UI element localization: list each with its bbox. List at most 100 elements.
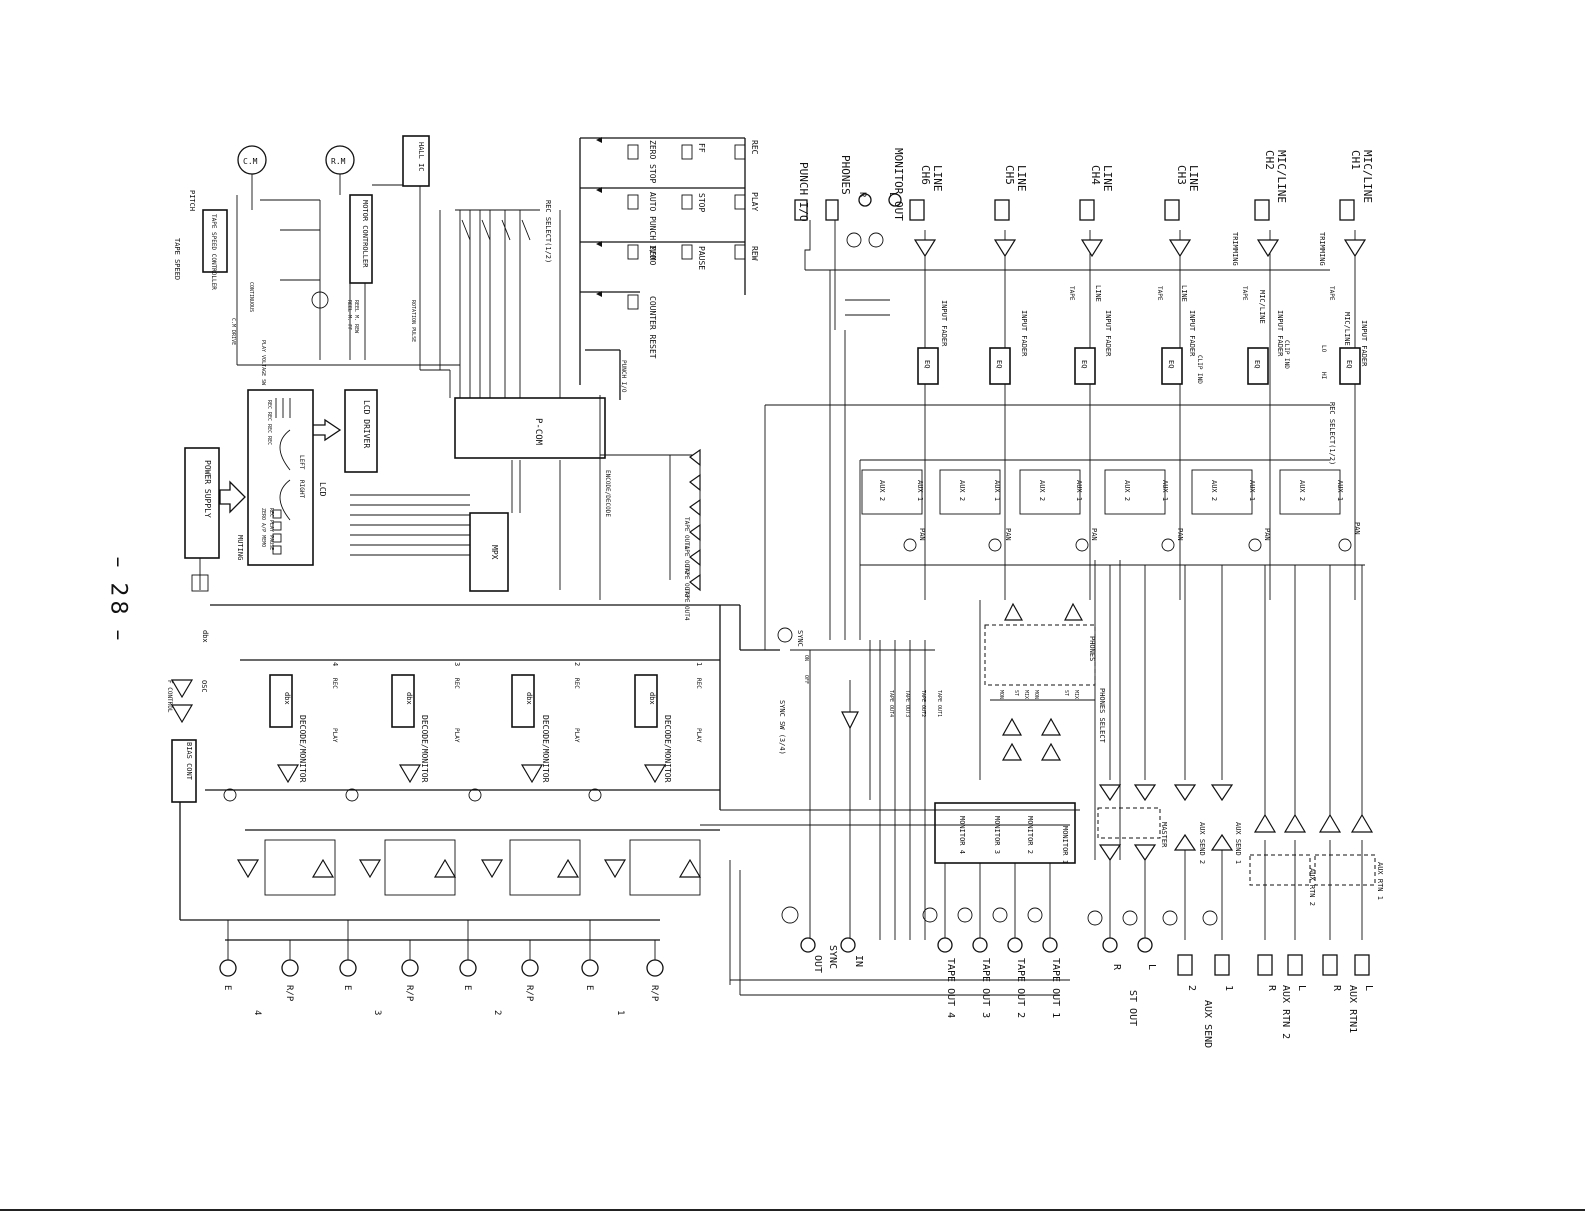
ps-mon-label-2: MON: [998, 690, 1004, 699]
dbx-label-4: dbx: [283, 692, 291, 705]
tape-speed-controller-label: TAPE SPEED CONTROLLER: [210, 214, 217, 290]
page-number: – 28 –: [105, 556, 131, 645]
ch3-label: CH3LINE: [1175, 165, 1200, 192]
punch-io-label: PUNCH I/O: [797, 162, 810, 222]
sw-tape-out3: TAPE OUT3: [904, 690, 910, 717]
tape-out1-buf-label: TAPE OUT1: [683, 517, 690, 550]
head-track-3: 3: [372, 1010, 382, 1015]
zero-stop-label: ZERO STOP: [648, 140, 657, 184]
sync-off-label: OFF: [803, 675, 809, 684]
motor-controller-block: [349, 194, 373, 284]
pan-label-1: PAN: [1353, 522, 1361, 535]
muting-label: MUTING: [236, 535, 244, 560]
aux-send-2-label: AUX SEND 2: [1198, 822, 1206, 864]
phones-select-label: PHONES SELECT: [1098, 688, 1106, 744]
tape-out-jacks: [937, 937, 1058, 953]
monitor-phones-section: MONITOR OUT L R PHONES PUNCH I/O: [794, 148, 905, 330]
eq-label-1: EQ: [1345, 360, 1353, 368]
monitor-out-r: R: [857, 192, 867, 198]
aux2-label-2: AUX 2: [1210, 480, 1218, 501]
tape-label-2: TAPE: [1241, 286, 1248, 301]
aux-rtn2-r: R: [1266, 985, 1277, 992]
aux-rtn-1-label: AUX RTN 1: [1376, 862, 1384, 900]
tape-out-4-label: TAPE OUT 4: [945, 958, 956, 1018]
play-label-2: PLAY: [573, 728, 580, 743]
tape-out3-buf-label: TAPE OUT3: [683, 565, 690, 598]
eq-label-5: EQ: [995, 360, 1003, 368]
mic-line-label-2: MIC/LINE: [1258, 290, 1266, 324]
aux-rtn2-label: AUX RTN 2: [1280, 985, 1291, 1039]
output-jacks: [1102, 937, 1370, 976]
transport-switches: REC PLAY REW FF STOP PAUSE ZERO STOP AUT…: [579, 137, 759, 400]
sync-jack-label: SYNC: [827, 945, 838, 969]
line-label-3: LINE: [1180, 285, 1188, 302]
rp-head-2: R/P: [524, 985, 534, 1002]
dbx-blocks: [269, 674, 658, 728]
rp-head-3: R/P: [404, 985, 414, 1002]
power-supply-block: [184, 447, 220, 559]
tape-heads: [219, 959, 664, 977]
input-fader-label-2: INPUT FADER: [1276, 310, 1284, 357]
power-supply-label: POWER SUPPLY: [203, 460, 212, 518]
aux1-label-1: AUX 1: [1336, 480, 1344, 501]
master-label: MASTER: [1160, 822, 1168, 848]
dbx-label-3: dbx: [405, 692, 413, 705]
rec-label-3: REC: [453, 678, 460, 689]
ff-switch-label: FF: [697, 143, 706, 153]
sync-in-label: IN: [853, 955, 864, 967]
tape-out2-buf-label: TAPE OUT2: [683, 542, 690, 575]
ch4-label: CH4LINE: [1089, 165, 1114, 192]
eq-label-2: EQ: [1253, 360, 1261, 368]
mic-line-label: MIC/LINE: [1343, 312, 1351, 346]
play-label-3: PLAY: [453, 728, 460, 743]
e-head-3: E: [342, 985, 352, 990]
st-out-l: L: [1146, 964, 1157, 970]
f-control-label: F CONTROL: [166, 680, 173, 713]
mcu-punch-label: PUNCH I/O: [620, 360, 627, 393]
sync-sw-label: SYNC SW (3/4): [778, 700, 786, 755]
phones-label: PHONES: [839, 155, 852, 195]
pan-label-2: PAN: [1263, 528, 1271, 541]
aux-rtn1-l: L: [1363, 985, 1374, 991]
lcd-driver-label: LCD DRIVER: [362, 400, 371, 448]
rp-head-4: R/P: [284, 985, 294, 1002]
pcom-label: P-COM: [533, 418, 543, 446]
phones-vol-label: PHONES: [1088, 636, 1096, 661]
channel-strips: CH1MIC/LINE CH2MIC/LINE CH3LINE CH4LINE …: [765, 150, 1374, 640]
tape-speed-controller-block: [202, 209, 228, 273]
rm-label: R.M: [331, 157, 346, 166]
e-head-1: E: [584, 985, 594, 990]
aux-send-out-label: AUX SEND: [1202, 1000, 1213, 1048]
ch5-label: CH5LINE: [1003, 165, 1028, 192]
st-out-r: R: [1111, 964, 1122, 971]
mpx-block: [469, 512, 509, 592]
sync-on-label: ON: [803, 655, 809, 661]
pan-label-5: PAN: [1004, 528, 1012, 541]
bias-cont-label: BIAS CONT: [185, 742, 193, 781]
input-fader-label-1: INPUT FADER: [1360, 320, 1368, 367]
trimming-label-2: TRIMMING: [1231, 232, 1239, 266]
aux2-label-4: AUX 2: [1038, 480, 1046, 501]
motor-section: C.M R.M MOTOR CONTROLLER HALL IC TAPE SP…: [173, 135, 540, 386]
decode-monitor-1: DECODE/MONITOR: [663, 715, 672, 783]
ps-mon-label-1: MON: [1033, 690, 1039, 699]
pitch-label: PITCH: [188, 190, 196, 211]
aux2-label-6: AUX 2: [878, 480, 886, 501]
aux1-label-4: AUX 1: [1075, 480, 1083, 501]
sync-out-label: OUT: [812, 955, 823, 973]
rec-label-1: REC: [695, 678, 702, 689]
aux1-label-3: AUX 1: [1161, 480, 1169, 501]
aux-send-1-label: AUX SEND 1: [1234, 822, 1242, 864]
ps-st-label-2: ST: [1013, 690, 1019, 696]
tape-out-2-label: TAPE OUT 2: [1015, 958, 1026, 1018]
aux-send-out-2: 2: [1186, 985, 1197, 991]
track-num-2: 2: [573, 662, 581, 666]
input-fader-label-3: INPUT FADER: [1188, 310, 1196, 357]
ch2-label: CH2MIC/LINE: [1263, 150, 1288, 203]
dbx-switch-label: dbx: [201, 630, 209, 643]
sync-led-label: SYNC: [796, 630, 804, 647]
monitor-2-label: MONITOR 2: [1026, 816, 1034, 854]
lcd-left: LEFT: [298, 455, 305, 470]
